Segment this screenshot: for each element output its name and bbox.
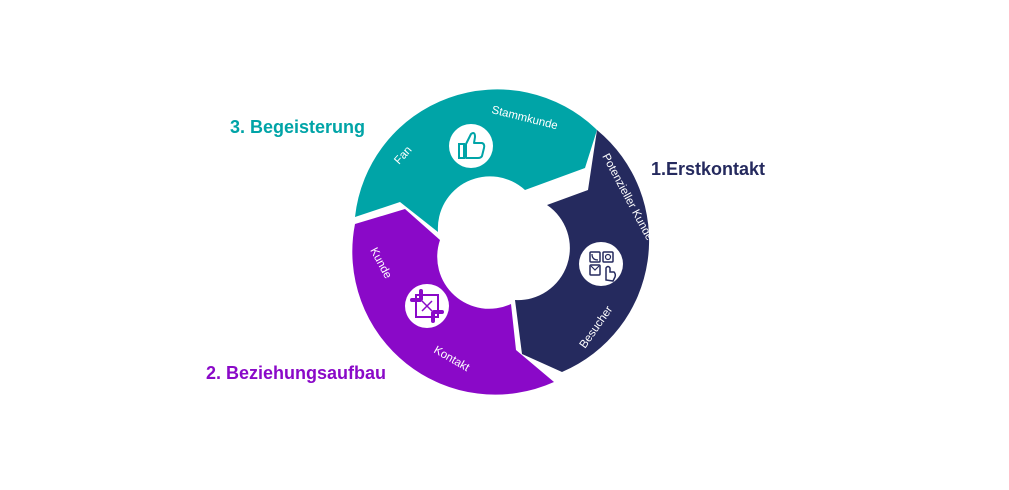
phase-label-erstkontakt: 1.Erstkontakt <box>651 159 766 179</box>
joined-hands-icon <box>405 284 449 328</box>
phase-label-begeisterung: 3. Begeisterung <box>230 117 366 137</box>
phase-label-beziehungsaufbau: 2. Beziehungsaufbau <box>206 363 387 383</box>
thumbs-up-icon <box>449 124 493 168</box>
segment-erstkontakt <box>515 130 650 372</box>
segment-beziehungsaufbau <box>352 209 554 395</box>
contact-channels-icon <box>579 242 623 286</box>
